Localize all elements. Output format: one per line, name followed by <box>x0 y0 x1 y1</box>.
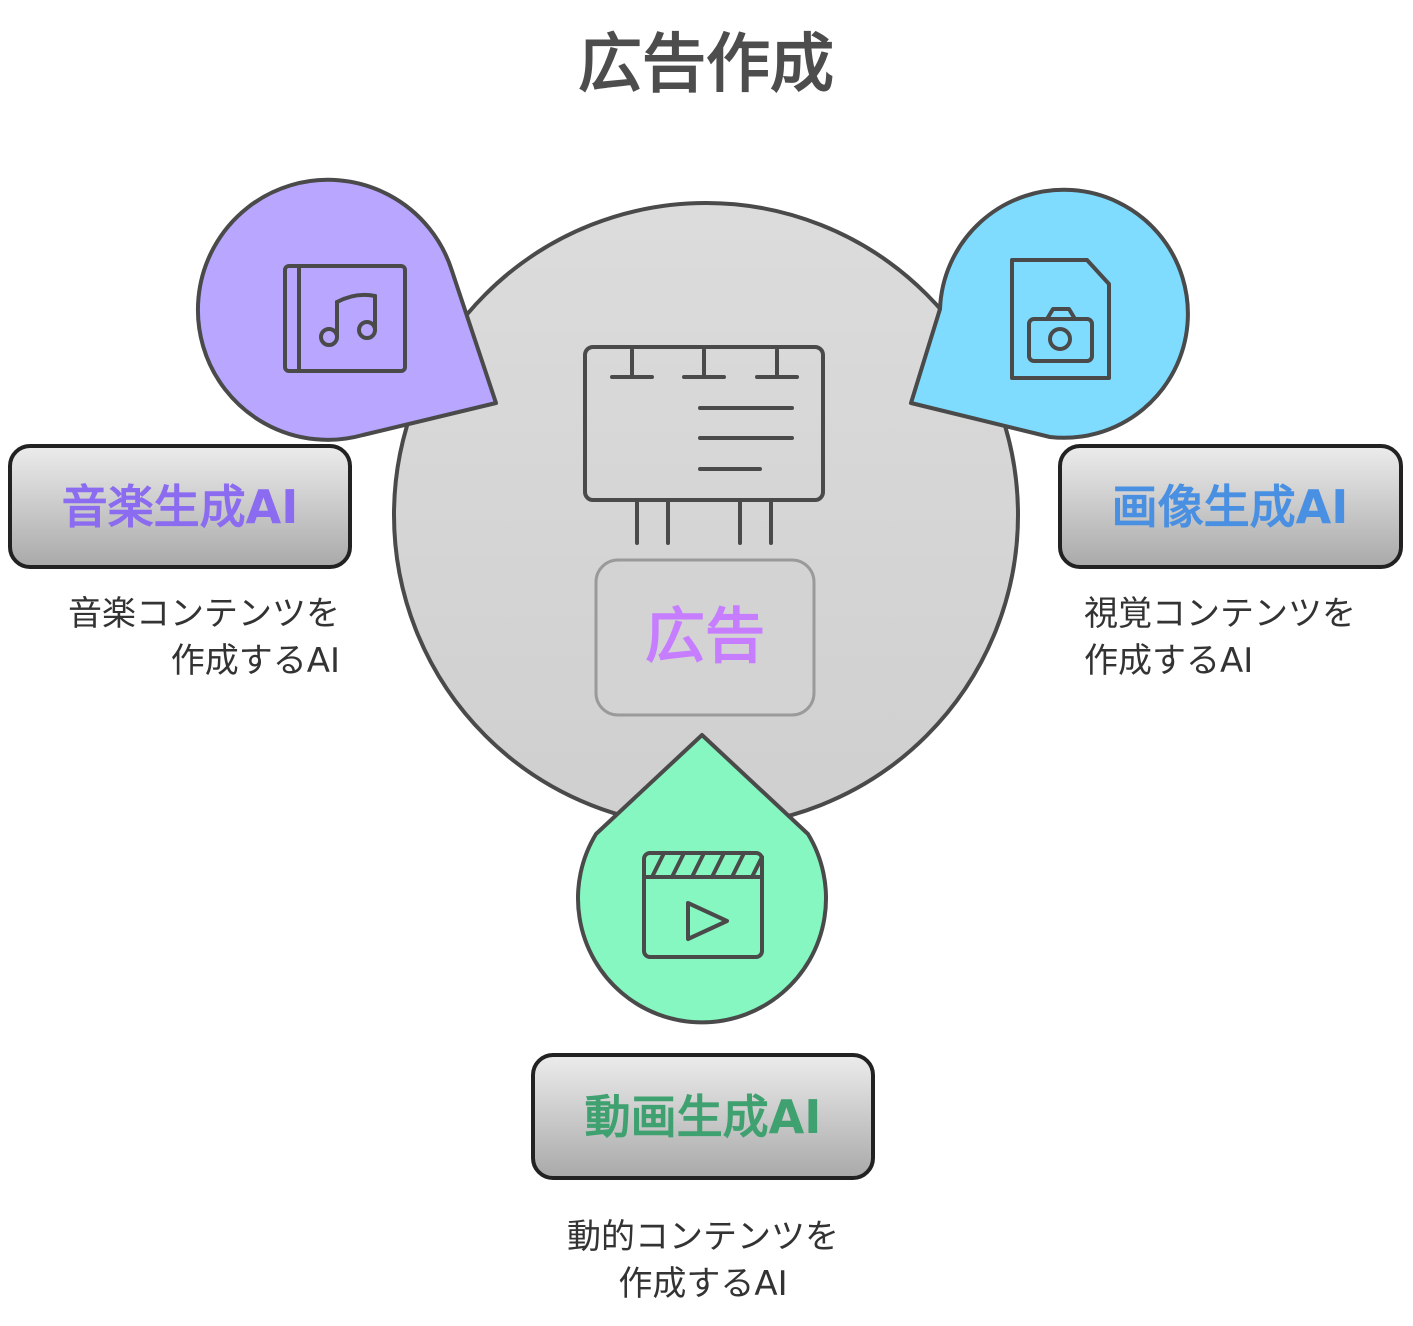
center-circle <box>392 201 1020 829</box>
music-album-icon <box>283 264 407 373</box>
center-label: 広告 <box>645 602 765 672</box>
music-label-box <box>8 444 352 569</box>
photo-file-icon <box>1010 258 1111 380</box>
billboard-icon <box>583 345 825 545</box>
music-desc-line1: 音楽コンテンツを <box>68 594 340 634</box>
video-label-box <box>531 1053 875 1180</box>
center-label-box <box>594 558 816 717</box>
music-label: 音楽生成AI <box>62 480 299 534</box>
image-desc-line2: 作成するAI <box>1084 641 1253 681</box>
image-node <box>909 187 1190 440</box>
video-clapper-icon <box>642 851 764 959</box>
image-label: 画像生成AI <box>1112 480 1349 534</box>
video-node <box>576 733 828 1025</box>
music-node <box>195 177 498 442</box>
video-desc-line2: 作成するAI <box>618 1264 787 1304</box>
music-desc-line2: 作成するAI <box>171 641 340 681</box>
video-desc-line1: 動的コンテンツを <box>567 1217 839 1257</box>
page-title: 広告作成 <box>578 28 834 102</box>
image-desc-line1: 視覚コンテンツを <box>1084 594 1356 634</box>
video-label: 動画生成AI <box>585 1090 822 1144</box>
image-label-box <box>1058 444 1403 569</box>
